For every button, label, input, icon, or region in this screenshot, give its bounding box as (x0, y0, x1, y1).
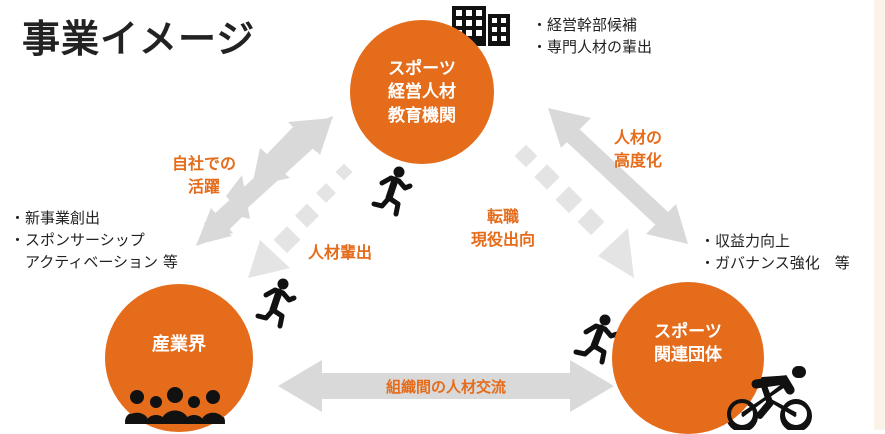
edge-label-line: 自社での (172, 154, 237, 173)
arrow-bottom (278, 360, 614, 412)
note-line: ・収益力向上 (700, 232, 791, 250)
note-line: アクティベーション 等 (10, 253, 178, 272)
label-inter-organization-exchange: 組織間の人材交流 (385, 378, 506, 396)
node-label-line: 経営人材 (388, 82, 456, 103)
arrow-right-solid (548, 108, 688, 244)
note-line: ・新事業創出 (10, 209, 101, 227)
label-talent-supply: 人材輩出 (308, 241, 372, 264)
node-sports-education: スポーツ 経営人材 教育機関 (350, 20, 494, 164)
node-industry: 産業界 (105, 284, 253, 432)
label-success-at-own-company: 自社での 活躍 (172, 152, 236, 198)
notes-industry: ・新事業創出 ・スポンサーシップ アクティベーション 等 (10, 207, 178, 274)
label-talent-advancement: 人材の 高度化 (614, 126, 662, 172)
edge-label-line: 人材の (614, 128, 663, 147)
label-job-change-secondment: 転職 現役出向 (471, 205, 535, 251)
right-edge-strip (874, 0, 885, 430)
arrow-left-solid (196, 116, 333, 246)
page-title: 事業イメージ (22, 17, 256, 61)
note-line: ・専門人材の輩出 (532, 38, 653, 57)
node-label-line: 関連団体 (654, 345, 722, 365)
edge-label-line: 高度化 (614, 151, 663, 171)
edge-label-line: 人材輩出 (308, 243, 373, 262)
notes-sports-organizations: ・収益力向上 ・ガバナンス強化 等 (700, 230, 850, 274)
note-line: ・経営幹部候補 (532, 16, 638, 34)
note-line: ・スポンサーシップ (10, 231, 145, 250)
edge-label-line: 転職 (487, 207, 520, 226)
office-building-icon (452, 6, 510, 46)
node-label-line: 教育機関 (388, 105, 456, 126)
note-line: ・ガバナンス強化 等 (700, 254, 850, 273)
node-label-line: スポーツ (654, 321, 722, 342)
runner-icon (573, 314, 620, 365)
edge-label-line: 活躍 (188, 177, 221, 197)
runner-icon (255, 278, 297, 329)
node-label-line: スポーツ (388, 58, 456, 79)
runner-icon (371, 166, 413, 217)
node-sports-organizations: スポーツ 関連団体 (612, 282, 764, 434)
edge-label-line: 現役出向 (471, 230, 536, 250)
node-label-line: 産業界 (152, 333, 206, 355)
notes-education: ・経営幹部候補 ・専門人材の輩出 (532, 14, 652, 58)
